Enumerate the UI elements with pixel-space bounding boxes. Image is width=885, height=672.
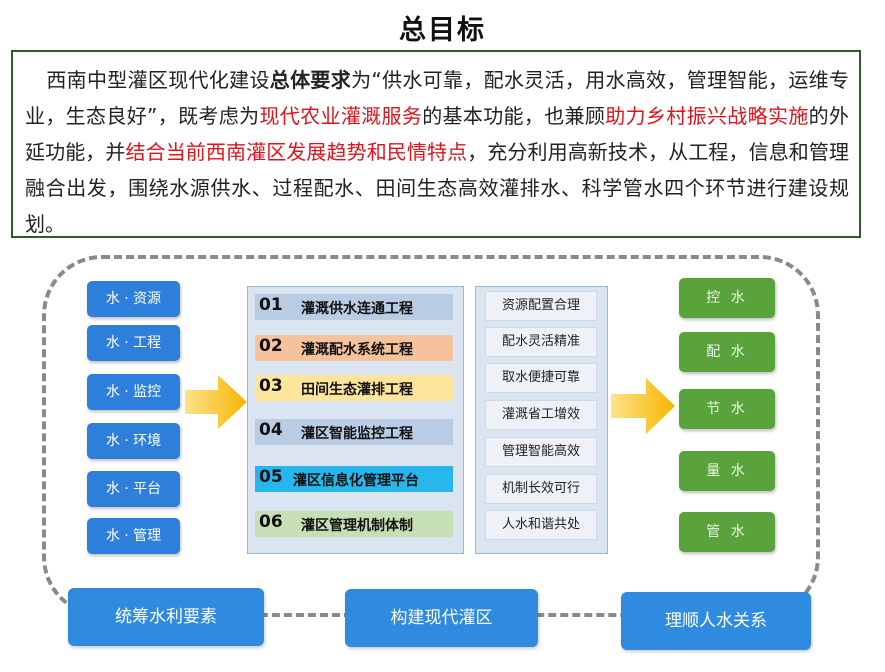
page-title: 总目标 bbox=[399, 15, 486, 46]
project-05: 05 灌区信息化管理平台 bbox=[255, 466, 453, 492]
project-bar bbox=[255, 466, 453, 492]
right-item-manage-water[interactable]: 管 水 bbox=[679, 512, 775, 552]
summary-text-1: 西南中型灌区现代化建设 bbox=[46, 68, 270, 92]
project-03: 03 田间生态灌排工程 bbox=[255, 375, 453, 401]
bottom-button-relation[interactable]: 理顺人水关系 bbox=[621, 592, 811, 650]
project-bar bbox=[255, 294, 453, 320]
left-item-engineering[interactable]: 水 · 工程 bbox=[87, 325, 180, 361]
summary-text-5: ，充分利用高新技术，从工程，信息和管理融合出发，围绕水源供水、过程配水、田间生态… bbox=[25, 140, 850, 236]
goal-item: 灌溉省工增效 bbox=[485, 400, 597, 430]
right-arrow-icon bbox=[185, 375, 247, 429]
project-number: 03 bbox=[259, 376, 283, 396]
project-number: 01 bbox=[259, 295, 283, 315]
project-label: 灌区管理机制体制 bbox=[301, 518, 413, 534]
goal-item: 管理智能高效 bbox=[485, 437, 597, 467]
summary-highlight-2: 助力乡村振兴战略实施 bbox=[605, 104, 809, 128]
project-bar bbox=[255, 375, 453, 401]
bottom-button-build[interactable]: 构建现代灌区 bbox=[345, 589, 538, 647]
left-item-environment[interactable]: 水 · 环境 bbox=[87, 423, 180, 459]
right-item-control-water[interactable]: 控 水 bbox=[679, 278, 775, 318]
left-item-monitoring[interactable]: 水 · 监控 bbox=[87, 374, 180, 410]
project-label: 田间生态灌排工程 bbox=[301, 382, 413, 398]
project-01: 01 灌溉供水连通工程 bbox=[255, 294, 453, 320]
project-label: 灌溉供水连通工程 bbox=[301, 301, 413, 317]
left-item-resource[interactable]: 水 · 资源 bbox=[87, 281, 180, 317]
bottom-button-integrate[interactable]: 统筹水利要素 bbox=[68, 588, 264, 646]
summary-text-4: 的外延功能，并 bbox=[25, 104, 850, 164]
project-bar bbox=[255, 335, 453, 361]
right-item-save-water[interactable]: 节 水 bbox=[679, 389, 775, 429]
goal-item: 资源配置合理 bbox=[485, 291, 597, 321]
project-label: 灌区信息化管理平台 bbox=[293, 473, 419, 489]
goal-item: 机制长效可行 bbox=[485, 474, 597, 504]
right-item-measure-water[interactable]: 量 水 bbox=[679, 451, 775, 491]
project-04: 04 灌区智能监控工程 bbox=[255, 419, 453, 445]
project-bar bbox=[255, 419, 453, 445]
project-label: 灌区智能监控工程 bbox=[301, 426, 413, 442]
project-number: 05 bbox=[259, 467, 283, 487]
project-number: 04 bbox=[259, 420, 283, 440]
summary-box: 西南中型灌区现代化建设总体要求为“供水可靠，配水灵活，用水高效，管理智能，运维专… bbox=[11, 50, 861, 238]
project-number: 02 bbox=[259, 336, 283, 356]
summary-highlight-1: 现代农业灌溉服务 bbox=[259, 104, 423, 128]
project-number: 06 bbox=[259, 512, 283, 532]
project-06: 06 灌区管理机制体制 bbox=[255, 511, 453, 537]
left-item-platform[interactable]: 水 · 平台 bbox=[87, 471, 180, 507]
goal-item: 人水和谐共处 bbox=[485, 510, 597, 540]
right-item-distribute-water[interactable]: 配 水 bbox=[679, 332, 775, 372]
summary-text-3: 的基本功能，也兼顾 bbox=[422, 104, 606, 128]
project-label: 灌溉配水系统工程 bbox=[301, 342, 413, 358]
project-02: 02 灌溉配水系统工程 bbox=[255, 335, 453, 361]
summary-text-2: 为“供水可靠，配水灵活，用水高效，管理智能，运维专业，生态良好”，既考虑为 bbox=[25, 68, 849, 128]
project-bar bbox=[255, 511, 453, 537]
left-item-management[interactable]: 水 · 管理 bbox=[87, 518, 180, 554]
goal-item: 取水便捷可靠 bbox=[485, 363, 597, 393]
right-arrow-icon bbox=[611, 378, 675, 434]
goal-item: 配水灵活精准 bbox=[485, 327, 597, 357]
summary-bold-requirement: 总体要求 bbox=[269, 68, 352, 92]
summary-highlight-3: 结合当前西南灌区发展趋势和民情特点 bbox=[125, 140, 468, 164]
